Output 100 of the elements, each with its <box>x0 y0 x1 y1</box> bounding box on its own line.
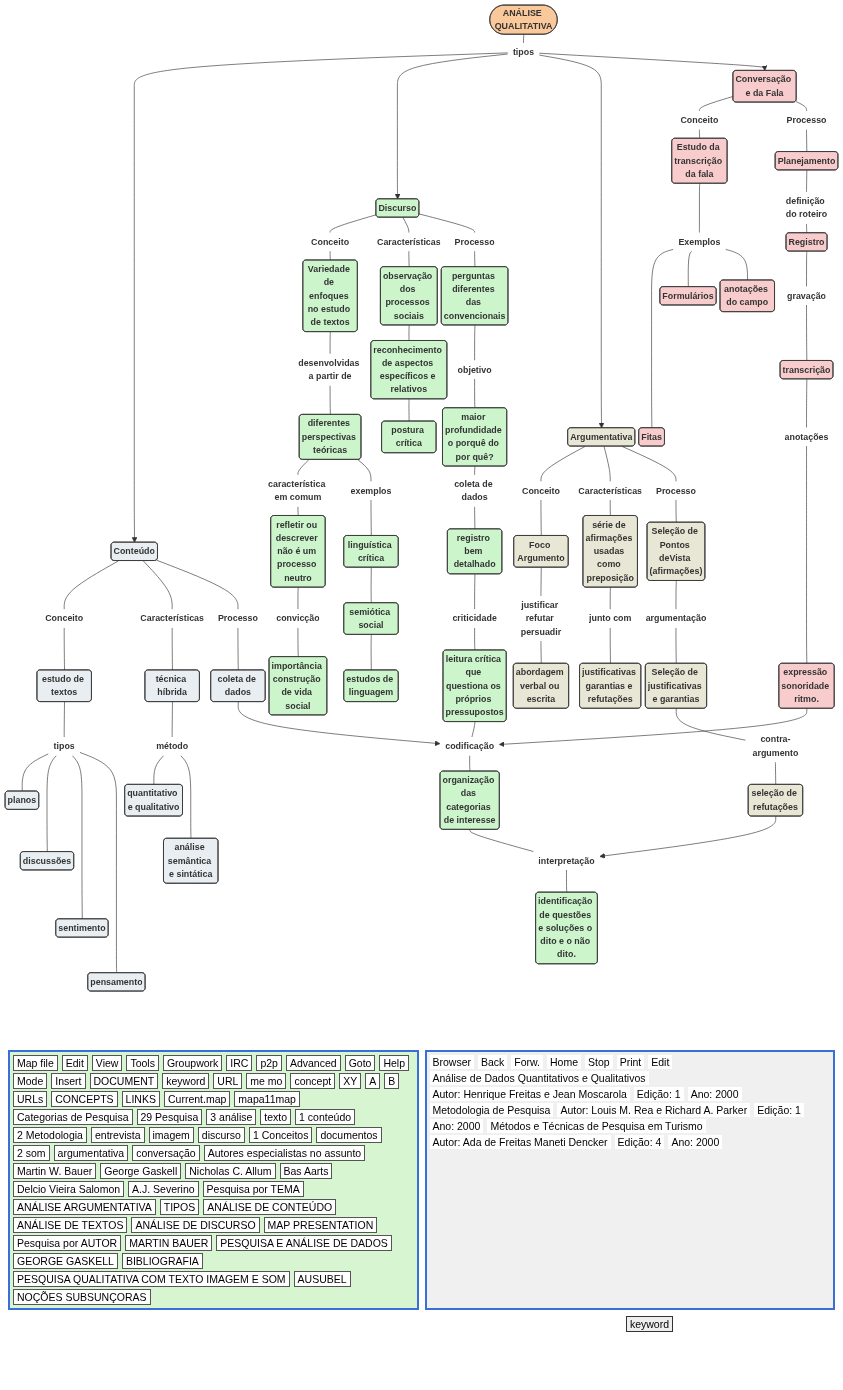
screenshot-label: URLs <box>13 1091 48 1107</box>
screenshot-label: Tools <box>126 1055 159 1071</box>
browser-text: Home <box>547 1055 582 1069</box>
screenshot-label: A <box>365 1073 381 1089</box>
connector <box>297 459 310 476</box>
node-text: Processo <box>454 236 495 247</box>
screenshot-label: me mo <box>246 1073 287 1089</box>
browser-text: Stop <box>585 1055 613 1069</box>
screenshot-label: Pesquisa por AUTOR <box>13 1235 122 1251</box>
connector <box>806 445 808 664</box>
screenshot-label: Pesquisa por TEMA <box>202 1181 304 1197</box>
screenshot-label: TIPOS <box>159 1199 200 1215</box>
screenshot-label: View <box>91 1055 123 1071</box>
screenshot-label: 1 conteúdo <box>295 1109 356 1125</box>
connector <box>46 755 57 853</box>
screenshot-label: discurso <box>197 1127 245 1143</box>
node-text: Conceito <box>680 114 719 125</box>
screenshot-label: BIBLIOGRAFIA <box>121 1253 203 1269</box>
screenshot-label: Categorias de Pesquisa <box>13 1109 133 1125</box>
connector <box>156 559 239 610</box>
connector <box>370 499 372 537</box>
screenshot-label: LINKS <box>121 1091 160 1107</box>
connector <box>540 640 542 664</box>
browser-text: Autor: Henrique Freitas e Jean Moscarola <box>429 1087 630 1101</box>
node-text: Características <box>140 613 204 624</box>
browser-text: Metodologia de Pesquisa <box>429 1103 554 1117</box>
keyword-tag: keyword <box>625 1316 673 1332</box>
screenshot-label: PESQUISA E ANÁLISE DE DADOS <box>216 1235 392 1251</box>
connector <box>329 385 331 415</box>
browser-text: Análise de Dados Quantitativos e Qualitativos <box>429 1071 649 1085</box>
connector <box>775 761 777 785</box>
connector <box>370 567 372 604</box>
screenshot-label: ANÁLISE DE TEXTOS <box>13 1217 128 1233</box>
connector <box>675 627 677 664</box>
screenshot-label: Map file <box>13 1055 58 1071</box>
screenshot-label: Insert <box>51 1073 86 1089</box>
node-text: contra-argumento <box>752 734 799 758</box>
screenshot-label: 2 som <box>13 1145 50 1161</box>
screenshot-label: Bas Aarts <box>279 1163 333 1179</box>
connector <box>474 466 476 476</box>
node-text: objetivo <box>457 364 492 375</box>
connector <box>806 304 808 362</box>
node-text: codificação <box>445 740 495 752</box>
browser-text: Autor: Louis M. Rea e Richard A. Parker <box>557 1103 751 1117</box>
connector <box>675 708 746 741</box>
browser-text: Edição: 1 <box>754 1103 804 1117</box>
screenshot-label: Advanced <box>285 1055 341 1071</box>
connector <box>180 755 192 839</box>
connector <box>523 34 525 44</box>
connector <box>540 446 586 482</box>
screenshot-label: imagem <box>148 1127 194 1143</box>
screenshot-label: George Gaskell <box>100 1163 182 1179</box>
connector <box>142 560 173 610</box>
screenshot-label: GEORGE GASKELL <box>13 1253 118 1269</box>
connector <box>408 324 410 342</box>
connector <box>474 573 476 610</box>
node-text: Características <box>578 485 643 496</box>
connector <box>566 869 568 893</box>
screenshot-label: Delcio Vieira Salomon <box>13 1181 125 1197</box>
connector <box>474 627 476 651</box>
connector <box>806 169 808 193</box>
connector <box>806 378 808 428</box>
node-text: justificar refutar persuadir <box>520 599 562 637</box>
connector <box>699 129 701 139</box>
node-text: Conceito <box>311 236 350 247</box>
browser-text: Ano: 2000 <box>429 1119 484 1133</box>
connector <box>408 398 410 422</box>
node-text: Conceito <box>45 613 84 624</box>
connector <box>795 101 807 112</box>
screenshot-label: texto <box>260 1109 292 1125</box>
connector <box>153 755 165 785</box>
connector <box>71 755 83 920</box>
browser-text: Ano: 2000 <box>687 1087 742 1101</box>
connector <box>806 251 808 287</box>
connector <box>79 752 118 974</box>
screenshot-label: Help <box>379 1055 409 1071</box>
screenshot-label: PESQUISA QUALITATIVA COM TEXTO IMAGEM E SOM <box>13 1271 290 1287</box>
screenshot-label: XY <box>339 1073 362 1089</box>
node-text: argumentação <box>645 613 707 624</box>
screenshot-label: documentos <box>316 1127 382 1143</box>
connector <box>474 506 476 530</box>
screenshot-label: NOÇÕES SUBSUNÇORAS <box>13 1289 151 1305</box>
node-text: método <box>156 740 189 752</box>
screenshot-label: ANÁLISE DE CONTEÚDO <box>203 1199 337 1215</box>
connector <box>474 378 476 409</box>
connector <box>603 446 611 482</box>
screenshot-label: A.J. Severino <box>128 1181 199 1197</box>
connector <box>329 250 331 261</box>
node-text: interpretação <box>538 855 595 866</box>
screenshot-label: ANÁLISE ARGUMENTATIVA <box>13 1199 156 1215</box>
connector <box>297 587 299 610</box>
browser-text: Ano: 2000 <box>668 1135 723 1149</box>
node-text: definição do roteiro <box>785 195 828 220</box>
screenshot-label: entrevista <box>90 1127 145 1143</box>
node-text: Processo <box>786 114 827 125</box>
screenshot-label: IRC <box>226 1055 253 1071</box>
node-text: característica em comum <box>268 478 326 503</box>
screenshot-label: Autores especialistas no assunto <box>203 1145 366 1161</box>
connector <box>402 217 410 233</box>
connector <box>806 223 808 234</box>
